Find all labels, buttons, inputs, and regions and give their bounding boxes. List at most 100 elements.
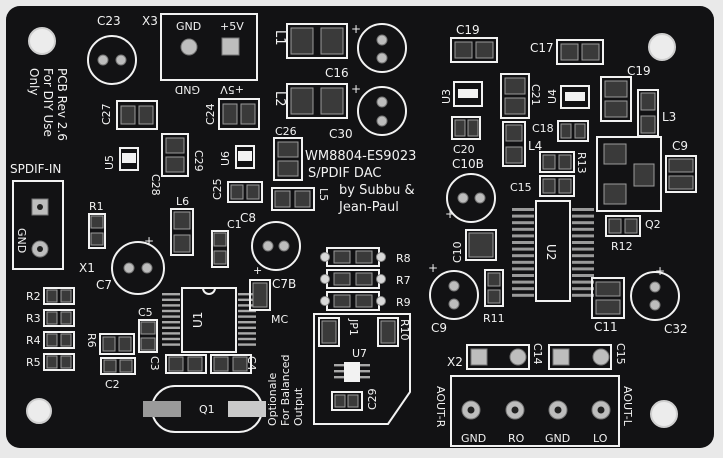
c24-footprint (218, 98, 260, 130)
via (320, 296, 330, 306)
r4-pad (60, 333, 72, 347)
l3-pad (640, 115, 656, 134)
c6-electrolytic-outline (111, 241, 165, 295)
u2-pin (512, 221, 534, 225)
c26-footprint (273, 137, 303, 181)
c29-pad (165, 137, 185, 154)
l5-footprint (271, 187, 315, 211)
via (320, 252, 330, 262)
q2-label: Q2 (645, 218, 661, 231)
r11-pad (487, 272, 501, 287)
c16-pad (376, 52, 388, 64)
output-pin-label: RO (508, 432, 525, 445)
l1-footprint (286, 23, 348, 59)
r5-pad (60, 355, 72, 369)
r6-label: R6 (85, 333, 98, 348)
l3-pad (640, 92, 656, 111)
u2-pin (572, 254, 594, 258)
c25-pad (230, 184, 244, 200)
pcb-rev-line: PCB Rev 2.6 (55, 68, 69, 141)
x3-gnd-label: GND (176, 20, 201, 33)
u1-pins-right (238, 293, 256, 346)
optional-note-line: For Balanced (279, 354, 292, 426)
c4-footprint (210, 354, 252, 374)
c2-footprint (100, 357, 136, 375)
u6-label: U6 (219, 151, 232, 166)
r11-label: R11 (483, 312, 505, 325)
c18-label: C18 (532, 122, 554, 135)
title-line: WM8804-ES9023 (305, 149, 416, 164)
c1-label: C1 (227, 218, 242, 231)
q2-pad (603, 183, 627, 205)
c8-footprint (665, 155, 697, 193)
c27-footprint (116, 100, 158, 130)
u2-pin (512, 293, 534, 297)
r11-pad (487, 289, 501, 304)
r10-footprint (377, 317, 399, 347)
c32-pad (649, 281, 661, 293)
resistor-pad (355, 250, 373, 264)
r13-footprint (539, 151, 575, 173)
u2-ic-footprint (535, 200, 571, 302)
u2-pin (572, 247, 594, 251)
u2-pin (572, 214, 594, 218)
c32-plus: + (655, 264, 665, 278)
c16-plus: + (351, 22, 361, 36)
c23-electrolytic-outline (87, 35, 137, 85)
spdif-pad-signal-hole (37, 204, 43, 210)
u2-pin (512, 274, 534, 277)
r12-pad (624, 218, 638, 234)
c24-label: C24 (204, 103, 217, 125)
mc-label: MC (271, 313, 288, 326)
c21-pad (454, 119, 466, 137)
c16-electrolytic-outline (357, 23, 407, 73)
title-line: S/PDIF DAC (308, 166, 381, 181)
q1-pad-left (143, 401, 181, 417)
u1-pin (162, 293, 180, 296)
u1-pin (162, 321, 180, 324)
c10b-pad (457, 192, 469, 204)
via (376, 274, 386, 284)
c20-pad (454, 41, 473, 59)
c27-pad (120, 105, 136, 125)
r1-pad (90, 215, 104, 229)
r5-footprint (43, 353, 75, 371)
r5-pad (46, 355, 58, 369)
u2-pin (572, 208, 594, 211)
u2-pins-left (512, 208, 534, 297)
resistor-pad (355, 294, 373, 308)
gnd-left-label: GND (15, 228, 28, 253)
u7-pins (334, 364, 370, 379)
r12-footprint (605, 215, 641, 237)
c15-pad (592, 348, 610, 366)
l6-pad (173, 211, 191, 230)
c18-pad (560, 123, 572, 139)
u2-pin (572, 274, 594, 277)
mounting-hole-top-right (648, 33, 676, 61)
jp1-pad (321, 320, 337, 344)
c5-label: C5 (138, 306, 153, 319)
u3-regulator-outline (453, 81, 483, 107)
u1-pin (162, 332, 180, 335)
c22-pad (504, 77, 526, 95)
c5-footprint (138, 319, 158, 353)
u2-pin (572, 227, 594, 231)
resistor-pad (333, 250, 351, 264)
l5-label: L5 (317, 188, 330, 201)
u2-pin (512, 267, 534, 271)
u2-label: U2 (544, 244, 558, 260)
c25-pad (246, 184, 260, 200)
c13-label: C15 (510, 181, 532, 194)
c24-pad (240, 103, 256, 125)
c15-label: C15 (614, 343, 627, 365)
u1-pin (238, 332, 256, 335)
c17-footprint (556, 39, 604, 65)
u1-pin (162, 298, 180, 301)
c32-electrolytic-outline (630, 271, 680, 321)
c31-pad (376, 96, 388, 108)
r2-pad (60, 289, 72, 303)
c30-footprint (331, 391, 363, 411)
l5-pad (274, 190, 291, 208)
r5-label: R5 (26, 356, 41, 369)
u1-pins-left (162, 293, 180, 346)
